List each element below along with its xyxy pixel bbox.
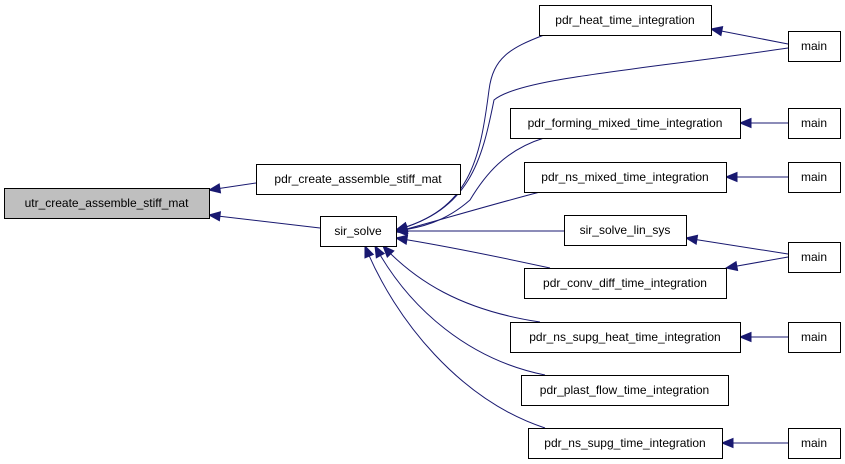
edge-sir_solve-to-utr_create_assemble_stiff_mat — [207, 211, 321, 229]
node-box — [788, 108, 841, 139]
node-main-2[interactable]: main — [788, 108, 841, 139]
node-main-6[interactable]: main — [788, 428, 841, 459]
node-pdr-heat-time-integration[interactable]: pdr_heat_time_integration — [539, 5, 712, 36]
edge-pdr_create_assemble_stiff_mat-to-utr_create_assemble_stiff_mat — [207, 182, 257, 194]
arrowhead-icon — [684, 234, 699, 245]
node-main-3[interactable]: main — [788, 162, 841, 193]
node-box — [528, 428, 723, 459]
edge-main_2-to-pdr_forming_mixed_time_integration — [738, 117, 788, 129]
edge-line — [364, 245, 546, 429]
node-main-4[interactable]: main — [788, 242, 841, 273]
node-pdr-ns-mixed-time-integration[interactable]: pdr_ns_mixed_time_integration — [524, 162, 727, 193]
arrowhead-icon — [724, 171, 738, 183]
edge-line — [710, 28, 789, 45]
arrowhead-icon — [394, 225, 408, 237]
arrowhead-icon — [738, 331, 752, 343]
edge-pdr_ns_supg_heat_time_integration-to-sir_solve — [382, 245, 541, 323]
arrowhead-icon — [374, 244, 386, 259]
arrowhead-icon — [207, 211, 222, 222]
node-sir-solve[interactable]: sir_solve — [320, 216, 397, 247]
node-label: main — [801, 330, 827, 344]
arrowhead-icon — [394, 234, 409, 245]
edge-line — [685, 237, 789, 255]
edge-main_6-to-pdr_ns_supg_time_integration — [720, 437, 788, 449]
node-pdr-ns-supg-heat-time-integration[interactable]: pdr_ns_supg_heat_time_integration — [510, 322, 741, 353]
node-main-5[interactable]: main — [788, 322, 841, 353]
node-utr-create-assemble-stiff-mat[interactable]: utr_create_assemble_stiff_mat — [4, 188, 210, 219]
node-label: pdr_ns_supg_heat_time_integration — [529, 330, 720, 344]
node-pdr-conv-diff-time-integration[interactable]: pdr_conv_diff_time_integration — [524, 268, 727, 299]
edge-main_1-to-sir_solve — [394, 47, 789, 233]
node-box — [510, 108, 741, 139]
node-box — [788, 428, 841, 459]
node-label: pdr_ns_supg_time_integration — [544, 436, 705, 450]
arrowhead-icon — [724, 260, 739, 272]
node-label: main — [801, 39, 827, 53]
node-box — [521, 375, 729, 406]
edge-line — [395, 47, 789, 231]
node-label: main — [801, 436, 827, 450]
node-box — [256, 164, 461, 195]
node-label: pdr_conv_diff_time_integration — [543, 276, 707, 290]
node-main-1[interactable]: main — [788, 31, 841, 62]
node-pdr-plast-flow-time-integration[interactable]: pdr_plast_flow_time_integration — [521, 375, 729, 406]
arrowhead-icon — [720, 437, 734, 449]
edge-main_4-to-sir_solve_lin_sys — [684, 234, 789, 255]
node-box — [564, 215, 687, 246]
node-box — [524, 162, 727, 193]
edge-line — [382, 245, 541, 323]
node-box — [788, 322, 841, 353]
node-label: utr_create_assemble_stiff_mat — [25, 196, 190, 210]
arrowhead-icon — [709, 26, 724, 37]
arrowhead-icon — [364, 244, 375, 259]
node-label: main — [801, 250, 827, 264]
node-label: pdr_forming_mixed_time_integration — [528, 116, 723, 130]
node-box — [788, 242, 841, 273]
node-pdr-forming-mixed-time-integration[interactable]: pdr_forming_mixed_time_integration — [510, 108, 741, 139]
arrowhead-icon — [382, 245, 395, 258]
node-label: pdr_plast_flow_time_integration — [540, 383, 709, 397]
edge-pdr_ns_supg_time_integration-to-sir_solve — [364, 244, 546, 429]
node-pdr-create-assemble-stiff-mat[interactable]: pdr_create_assemble_stiff_mat — [256, 164, 461, 195]
node-label: pdr_create_assemble_stiff_mat — [274, 172, 442, 186]
edge-sir_solve_lin_sys-to-sir_solve — [394, 225, 564, 237]
edge-line — [395, 137, 545, 232]
edges-layer — [207, 26, 789, 449]
node-box — [788, 162, 841, 193]
node-box — [4, 188, 210, 219]
node-box — [524, 268, 727, 299]
edge-main_4-to-pdr_conv_diff_time_integration — [724, 256, 789, 272]
node-label: main — [801, 170, 827, 184]
edge-line — [208, 214, 321, 229]
edge-main_1-to-pdr_heat_time_integration — [709, 26, 789, 45]
edge-pdr_conv_diff_time_integration-to-sir_solve — [394, 234, 551, 269]
node-label: sir_solve — [334, 224, 382, 238]
edge-main_5-to-pdr_ns_supg_heat_time_integration — [738, 331, 788, 343]
node-label: pdr_heat_time_integration — [555, 13, 694, 27]
node-label: pdr_ns_mixed_time_integration — [541, 170, 708, 184]
node-box — [320, 216, 397, 247]
edge-line — [395, 191, 541, 233]
node-label: sir_solve_lin_sys — [580, 223, 671, 237]
edge-pdr_plast_flow_time_integration-to-sir_solve — [374, 244, 546, 376]
arrowhead-icon — [207, 183, 222, 194]
arrowhead-icon — [738, 117, 752, 129]
node-box — [539, 5, 712, 36]
node-label: main — [801, 116, 827, 130]
edge-line — [395, 237, 551, 269]
edge-main_3-to-pdr_ns_mixed_time_integration — [724, 171, 788, 183]
node-sir-solve-lin-sys[interactable]: sir_solve_lin_sys — [564, 215, 687, 246]
edge-line — [374, 245, 546, 376]
node-box — [788, 31, 841, 62]
nodes-layer: utr_create_assemble_stiff_mat pdr_create_… — [4, 5, 841, 459]
node-pdr-ns-supg-time-integration[interactable]: pdr_ns_supg_time_integration — [528, 428, 723, 459]
node-box — [510, 322, 741, 353]
